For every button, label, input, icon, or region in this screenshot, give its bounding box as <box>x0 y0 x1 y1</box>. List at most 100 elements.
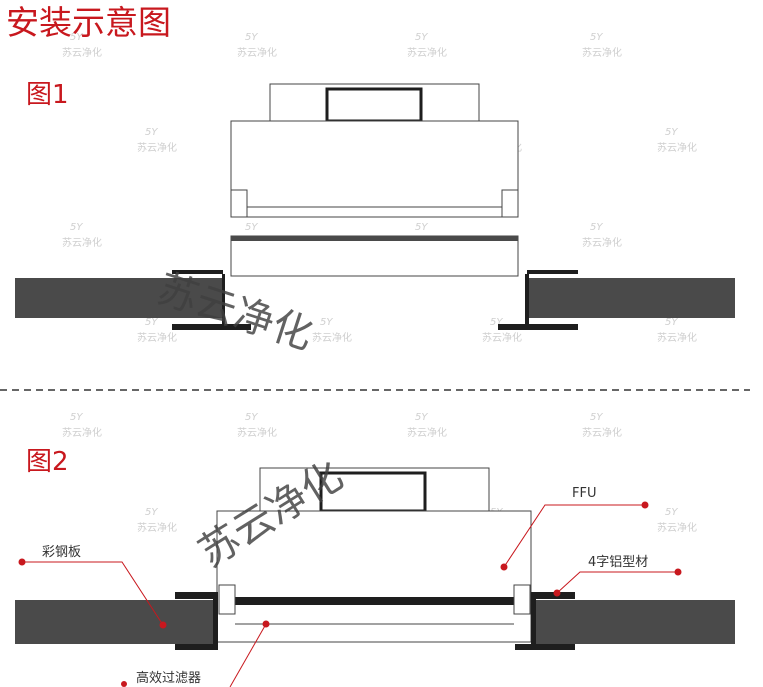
background-logo-badge: 5Y <box>145 317 158 328</box>
color-steel-panel-right-2 <box>535 600 735 644</box>
background-logo-text: 苏云净化 <box>62 426 102 439</box>
background-logo-badge: 5Y <box>415 412 428 423</box>
background-logo-badge: 5Y <box>245 412 258 423</box>
callout-hepa-filter-dot <box>262 620 270 628</box>
background-logo-badge: 5Y <box>320 317 333 328</box>
callout-hepa-filter-label: 高效过滤器 <box>136 670 201 686</box>
background-logo-badge: 5Y <box>70 412 83 423</box>
background-logo-badge: 5Y <box>665 127 678 138</box>
background-logo-badge: 5Y <box>590 32 603 43</box>
background-logo-text: 苏云净化 <box>582 46 622 59</box>
callout-ffu-dot <box>500 563 508 571</box>
aluminum-profile-left-2-bottom <box>175 644 218 650</box>
callout-aluminum-profile-label: 4字铝型材 <box>588 555 648 570</box>
page-title: 安装示意图 <box>6 3 171 42</box>
background-logo-badge: 5Y <box>590 412 603 423</box>
figure-1: 图1 <box>15 80 735 330</box>
background-logo: 5Y 苏云净化 <box>657 127 697 154</box>
hepa-filter-seated <box>235 597 515 605</box>
background-logo: 5Y 苏云净化 <box>237 412 277 439</box>
callout-aluminum-profile-dot <box>553 589 561 597</box>
background-logo: 5Y 苏云净化 <box>62 412 102 439</box>
hepa-filter-lifted <box>230 235 519 277</box>
background-logo-text: 苏云净化 <box>312 331 352 344</box>
callout-hepa-filter-end-dot <box>121 681 127 687</box>
background-logo-text: 苏云净化 <box>582 426 622 439</box>
callout-color-steel-plate-leader <box>22 561 164 626</box>
background-logo-text: 苏云净化 <box>62 236 102 249</box>
aluminum-profile-right-2-bottom <box>515 644 575 650</box>
background-logo: 5Y 苏云净化 <box>407 412 447 439</box>
aluminum-profile-right-2-web <box>531 592 536 650</box>
callout-ffu-leader <box>503 504 645 568</box>
ffu-left-flange-2 <box>218 584 236 615</box>
background-logo-text: 苏云净化 <box>657 331 697 344</box>
background-logo: 5Y 苏云净化 <box>237 32 277 59</box>
callout-ffu-label: FFU <box>572 486 596 501</box>
callout-aluminum-profile: 4字铝型材 <box>553 555 682 597</box>
aluminum-profile-left <box>172 270 251 330</box>
ffu-body-2 <box>216 510 532 643</box>
callout-hepa-filter-leader <box>229 623 267 687</box>
background-logo-badge: 5Y <box>145 127 158 138</box>
callout-aluminum-profile-end-dot <box>674 568 682 576</box>
aluminum-profile-left-web <box>222 274 225 326</box>
background-logo-badge: 5Y <box>245 222 258 233</box>
ffu-left-flange <box>230 189 248 218</box>
background-logo-text: 苏云净化 <box>62 46 102 59</box>
callout-color-steel-plate-dot <box>159 621 167 629</box>
background-logo-badge: 5Y <box>665 317 678 328</box>
background-logo-badge: 5Y <box>70 32 83 43</box>
background-logo-badge: 5Y <box>70 222 83 233</box>
ffu-motor-outlet <box>325 87 423 123</box>
background-logo-badge: 5Y <box>590 222 603 233</box>
background-logo: 5Y 苏云净化 <box>657 317 697 344</box>
aluminum-profile-right-web <box>525 274 528 326</box>
watermark-text-1: 苏云净化 <box>152 266 318 359</box>
background-logo-text: 苏云净化 <box>657 521 697 534</box>
background-logo-text: 苏云净化 <box>137 331 177 344</box>
background-logo-text: 苏云净化 <box>237 426 277 439</box>
background-logo-text: 苏云净化 <box>137 141 177 154</box>
color-steel-panel-right <box>528 278 735 318</box>
callout-color-steel-plate: 彩钢板 <box>18 545 167 629</box>
hepa-filter-top-edge <box>231 236 518 241</box>
background-logo-badge: 5Y <box>415 32 428 43</box>
background-logo-text: 苏云净化 <box>237 46 277 59</box>
background-logo: 5Y 苏云净化 <box>62 222 102 249</box>
callout-aluminum-profile-leader <box>556 571 678 594</box>
background-logo-badge: 5Y <box>490 317 503 328</box>
background-logo-text: 苏云净化 <box>482 331 522 344</box>
ffu-motor-outlet-2 <box>319 471 427 513</box>
color-steel-panel-left-2 <box>15 600 215 644</box>
figure-1-label: 图1 <box>26 80 69 110</box>
background-logo-text: 苏云净化 <box>137 521 177 534</box>
background-logo: 5Y 苏云净化 <box>137 507 177 534</box>
ffu-body <box>230 120 519 218</box>
figure-2-label: 图2 <box>26 447 69 477</box>
ffu-right-flange-2 <box>513 584 531 615</box>
figure-2: 图2 FFU 4字铝型材 <box>15 447 735 687</box>
background-logo-text: 苏云净化 <box>582 236 622 249</box>
color-steel-panel-left <box>15 278 222 318</box>
callout-color-steel-plate-label: 彩钢板 <box>42 545 81 560</box>
background-logo-badge: 5Y <box>665 507 678 518</box>
callout-hepa-filter: 高效过滤器 <box>121 620 270 687</box>
background-logo-badge: 5Y <box>145 507 158 518</box>
background-logo-text: 苏云净化 <box>657 141 697 154</box>
background-logo: 5Y 苏云净化 <box>62 32 102 59</box>
background-logo-badge: 5Y <box>245 32 258 43</box>
callout-color-steel-plate-end-dot <box>18 558 26 566</box>
aluminum-profile-left-2-web <box>213 592 218 650</box>
callout-ffu: FFU <box>500 486 649 571</box>
background-logo: 5Y 苏云净化 <box>582 412 622 439</box>
background-logo: 5Y 苏云净化 <box>582 222 622 249</box>
background-logo-text: 苏云净化 <box>407 426 447 439</box>
background-logo: 5Y 苏云净化 <box>137 317 177 344</box>
background-logo: 5Y 苏云净化 <box>482 317 522 344</box>
aluminum-profile-left-2-top <box>175 592 217 599</box>
background-logo: 5Y 苏云净化 <box>657 507 697 534</box>
